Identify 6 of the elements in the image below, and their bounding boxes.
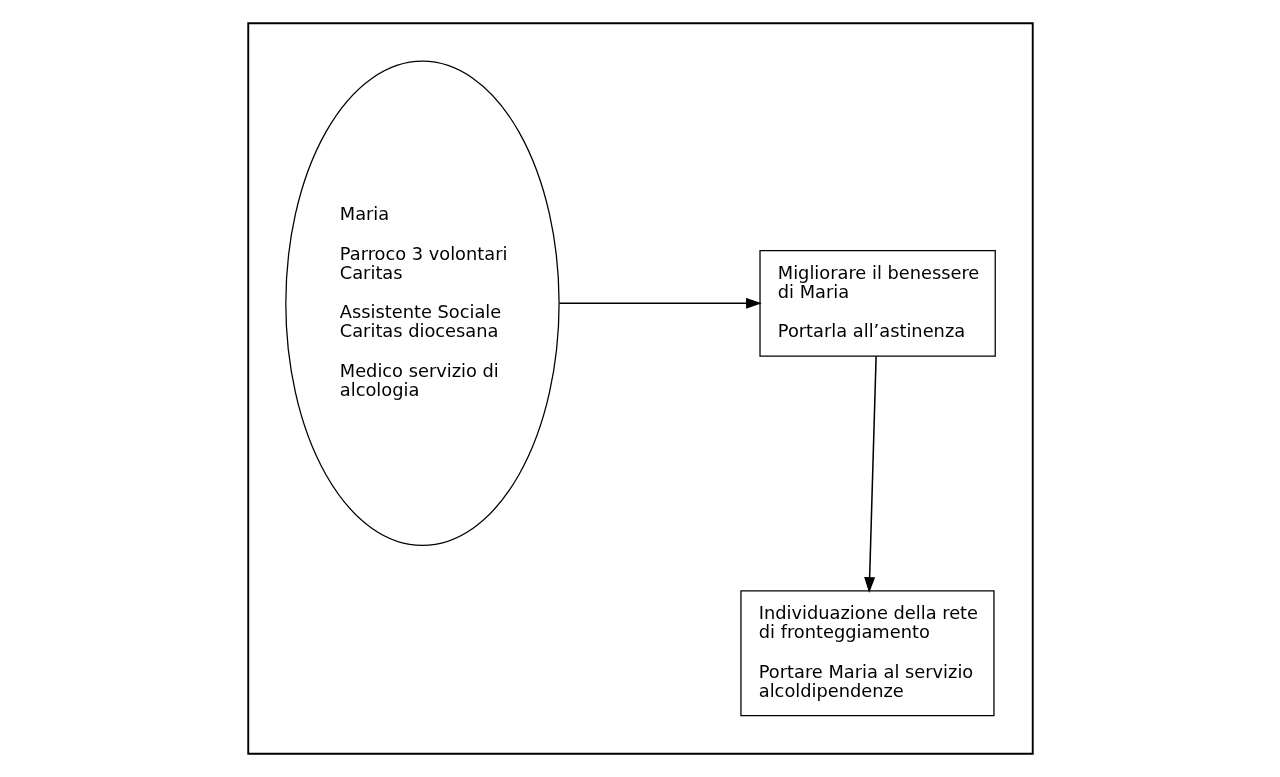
arrow — [558, 297, 762, 309]
node-box: Migliorare il benessere di Maria Portarla all’astinenza — [758, 249, 996, 357]
node-box: Individuazione della rete di fronteggiamento Portare Maria al servizio alcoldipendenze — [739, 590, 995, 717]
arrow — [863, 355, 877, 593]
node-ellipse: Maria Parroco 3 volontari Caritas Assistente Sociale Caritas diocesana Medico servizio di alcologia — [284, 60, 560, 547]
cluster — [246, 22, 1034, 755]
